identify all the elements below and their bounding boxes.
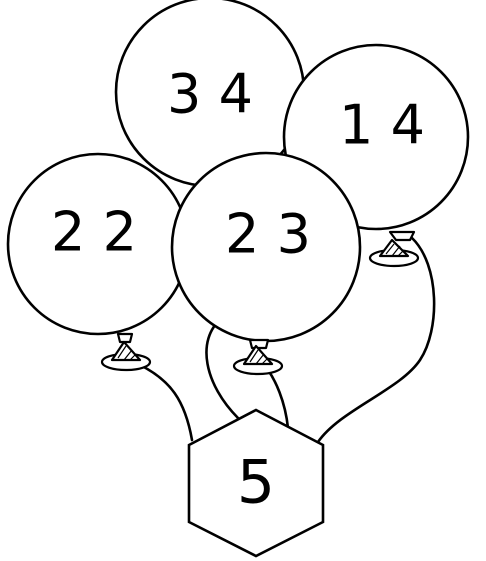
balloon-mid-left: 2 2 <box>8 154 188 370</box>
balloon-mid-left-label: 2 2 <box>51 201 137 264</box>
balloon-top-right-label: 1 4 <box>339 94 425 157</box>
balloon-top-right-knot <box>370 232 418 266</box>
balloon-mid-left-knot <box>102 334 150 370</box>
hexagon-label: 5 <box>237 448 275 518</box>
balloon-center: 2 3 <box>172 153 360 374</box>
balloon-center-label: 2 3 <box>225 203 311 266</box>
hexagon-node: 5 <box>189 410 323 556</box>
string-mid-left <box>140 365 192 440</box>
balloon-top-left-label: 3 4 <box>167 63 253 126</box>
balloon-center-knot <box>234 340 282 374</box>
